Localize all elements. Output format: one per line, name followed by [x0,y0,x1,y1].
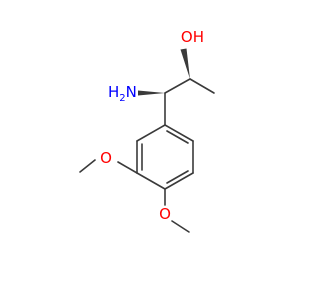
bond-c2-methyl [189,78,215,94]
methoxy-o-top-label: O [100,149,112,167]
hydroxyl-label: OH [181,28,204,46]
bond-o-methyl-top [79,159,96,173]
ring-bond-1 [164,124,194,142]
bond-ring-o-top [117,161,138,174]
ring-double-bond-b [166,170,189,184]
bond-c1-c2 [164,78,191,94]
amine-h-count: 2 [119,93,125,104]
ring-bond-3 [164,172,194,190]
bond-o-methyl-bottom [171,220,190,233]
molecule-structure: OH H2N O O [79,28,215,233]
amine-n-label: N [126,83,137,101]
ring-bond-6 [136,124,166,142]
ring-double-bond-a [166,130,189,144]
wedge-bond-c2-oh [180,48,190,79]
wedge-bond-c1-nh2 [138,90,165,96]
amine-label: H2N [108,83,137,104]
ring-bond-4 [136,172,166,190]
amine-h-label: H [108,83,119,101]
methoxy-o-bottom-label: O [159,205,171,223]
